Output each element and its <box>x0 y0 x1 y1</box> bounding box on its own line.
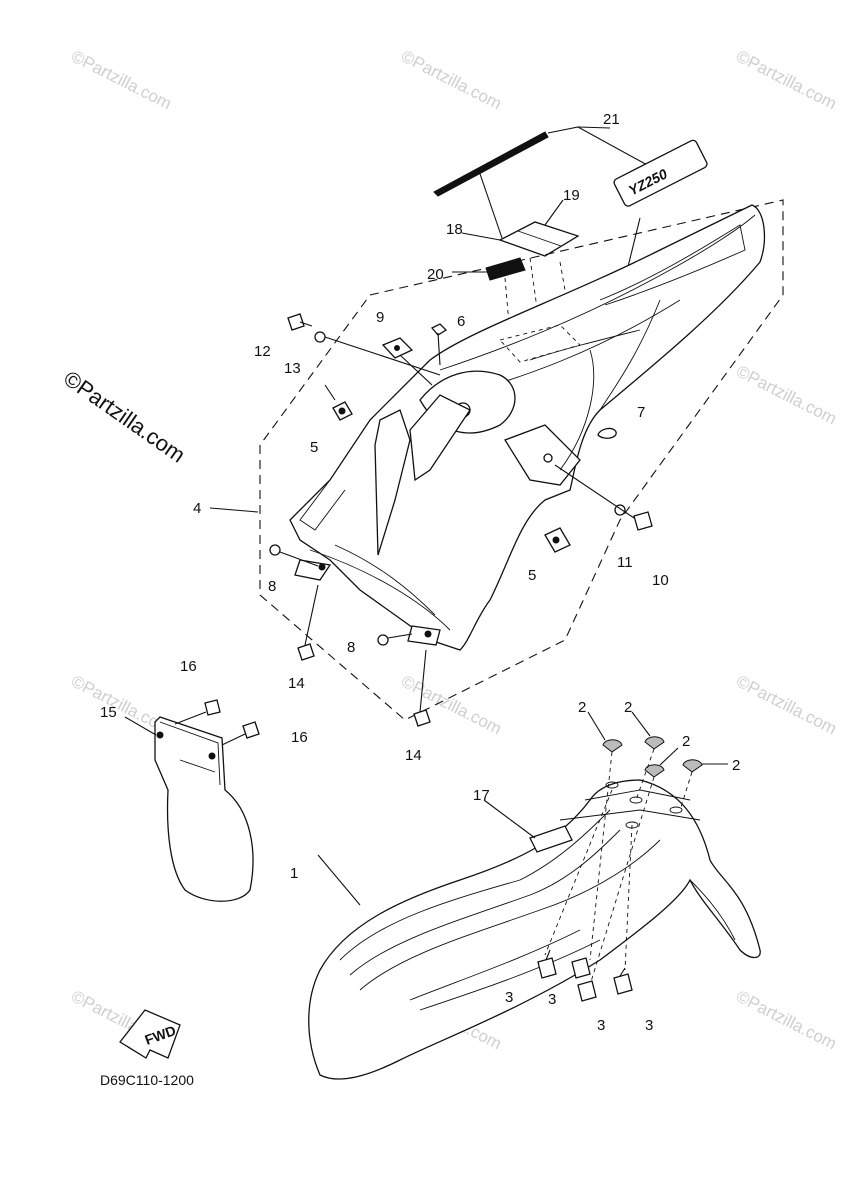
watermark: ©Partzilla.com <box>733 362 839 429</box>
bolt-14-left <box>297 643 315 661</box>
washer-8-right <box>377 634 389 646</box>
watermark: ©Partzilla.com <box>398 672 504 739</box>
mud-flap-group <box>154 699 260 902</box>
callout-2: 2 <box>578 699 586 716</box>
leader-lines <box>124 199 728 906</box>
watermark: ©Partzilla.com <box>733 47 839 114</box>
rear-fender <box>289 204 766 651</box>
callout-13: 13 <box>284 360 301 377</box>
callout-14: 14 <box>405 747 422 764</box>
callout-21: 21 <box>603 111 620 128</box>
bolt-3c <box>577 980 597 1002</box>
watermark: ©Partzilla.com <box>733 672 839 739</box>
bolt-10 <box>633 511 653 531</box>
bolt-3b <box>571 957 591 979</box>
callout-15: 15 <box>100 704 117 721</box>
watermark: ©Partzilla.com <box>398 47 504 114</box>
watermark: ©Partzilla.com <box>68 47 174 114</box>
callout-5: 5 <box>310 439 318 456</box>
washer-7 <box>597 427 617 439</box>
watermark: ©Partzilla.com <box>733 987 839 1054</box>
callout-6: 6 <box>457 313 465 330</box>
screw-16-side <box>242 721 260 739</box>
bolt-14-right <box>413 709 431 727</box>
callout-1: 1 <box>290 865 298 882</box>
callout-16: 16 <box>180 658 197 675</box>
bolt-3d <box>613 973 633 995</box>
yz250-decal: YZ250 <box>613 139 708 207</box>
nut-6 <box>430 323 448 336</box>
diagram-code: D69C110-1200 <box>100 1072 194 1088</box>
grommet-2c <box>644 764 665 778</box>
callout-3: 3 <box>505 989 513 1006</box>
callout-5: 5 <box>528 567 536 584</box>
callout-14: 14 <box>288 675 305 692</box>
callout-16: 16 <box>291 729 308 746</box>
callout-4: 4 <box>193 500 201 517</box>
callout-3: 3 <box>645 1017 653 1034</box>
callout-11: 11 <box>617 554 633 571</box>
callout-2: 2 <box>682 733 690 750</box>
mud-flap <box>154 716 254 902</box>
callout-7: 7 <box>637 404 645 421</box>
callout-labels: 21 19 18 20 9 6 12 13 7 5 4 5 8 11 10 8 … <box>100 111 740 1034</box>
callout-19: 19 <box>563 187 580 204</box>
callout-10: 10 <box>652 572 669 589</box>
grommet-2b <box>644 736 665 750</box>
rear-fender-group <box>259 199 784 721</box>
bolt-12 <box>287 313 305 331</box>
callout-17: 17 <box>473 787 490 804</box>
callout-3: 3 <box>597 1017 605 1034</box>
decal-17 <box>529 825 573 853</box>
washer-13 <box>314 331 326 343</box>
screw-16-top <box>204 699 221 716</box>
callout-3: 3 <box>548 991 556 1008</box>
front-hardware <box>537 736 703 1002</box>
grommet-2d <box>682 759 703 773</box>
rear-hardware <box>269 313 653 727</box>
grommet-2a <box>602 739 623 753</box>
callout-18: 18 <box>446 221 463 238</box>
callout-8: 8 <box>268 578 276 595</box>
front-fender <box>308 779 761 1080</box>
front-fender-group <box>308 779 761 1080</box>
brand-label: ©Partzilla.com <box>59 366 190 468</box>
bolt-3a <box>537 957 557 979</box>
callout-8: 8 <box>347 639 355 656</box>
fwd-arrow: FWD <box>119 1009 181 1059</box>
callout-2: 2 <box>624 699 632 716</box>
callout-12: 12 <box>254 343 271 360</box>
washer-8-left <box>269 544 281 556</box>
callout-20: 20 <box>427 266 444 283</box>
callout-2: 2 <box>732 757 740 774</box>
callout-9: 9 <box>376 309 384 326</box>
